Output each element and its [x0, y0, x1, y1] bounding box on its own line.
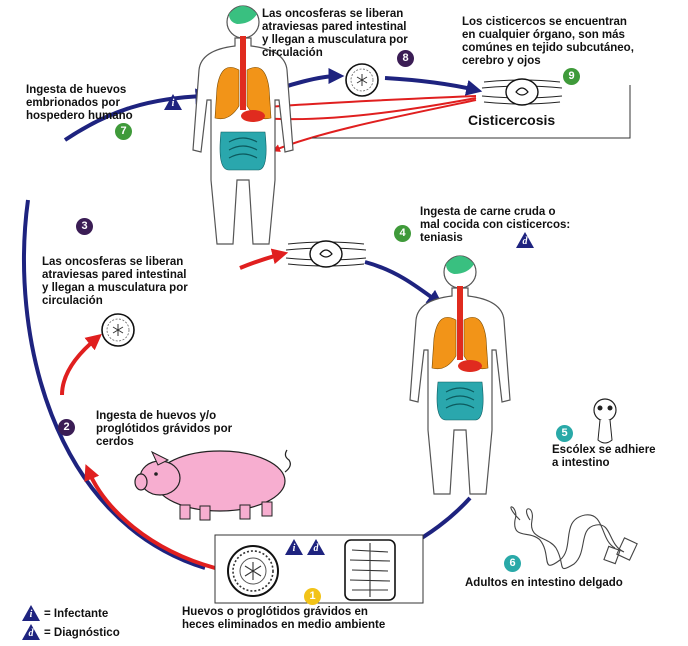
infective-stage-marker-icon: i [164, 94, 182, 110]
egg-icon [227, 545, 279, 597]
step-number-6: 6 [504, 555, 521, 572]
legend-diagnostic-icon: d [22, 624, 40, 640]
step-number-2: 2 [58, 419, 75, 436]
proglottid-icon [344, 539, 396, 601]
tapeworm-icon [510, 506, 638, 570]
legend-infective-label: = Infectante [44, 608, 109, 620]
step-label-6: Adultos en intestino delgado [465, 577, 623, 589]
step-label-2: Ingesta de huevos y/o proglótidos grávid… [96, 410, 233, 448]
step-number-5: 5 [556, 425, 573, 442]
step-label-1: Huevos o proglótidos grávidos en heces e… [182, 606, 386, 631]
step-number-3: 3 [76, 218, 93, 235]
step-number-4: 4 [394, 225, 411, 242]
oncosphere-icon [345, 63, 379, 97]
step-label-5: Escólex se adhiere a intestino [552, 444, 656, 469]
step-label-8: Las oncosferas se liberan atraviesas par… [262, 8, 408, 59]
diagnostic-stage-marker-icon: d [307, 539, 325, 555]
step-label-9: Los cisticercos se encuentran en cualqui… [462, 16, 634, 67]
step-number-9: 9 [563, 68, 580, 85]
legend-infective-icon: i [22, 605, 40, 621]
step-number-7: 7 [115, 123, 132, 140]
diagnostic-stage-marker-icon: d [516, 232, 534, 248]
step-label-7: Ingesta de huevos embrionados por hosped… [26, 84, 133, 122]
oncosphere-icon [101, 313, 135, 347]
legend-diagnostic-label: = Diagnóstico [44, 627, 120, 639]
pig-icon [134, 449, 291, 521]
step-number-1: 1 [304, 588, 321, 605]
step-label-3: Las oncosferas se liberan atraviesas par… [42, 256, 188, 307]
cisticercosis-label: Cisticercosis [468, 112, 556, 128]
step-label-4: Ingesta de carne cruda o mal cocida con … [420, 206, 571, 244]
cysticercus-icon [285, 240, 367, 268]
scolex-icon [593, 398, 617, 444]
step-number-8: 8 [397, 50, 414, 67]
cysticercus-icon [481, 78, 563, 106]
infective-stage-marker-icon: i [285, 539, 303, 555]
